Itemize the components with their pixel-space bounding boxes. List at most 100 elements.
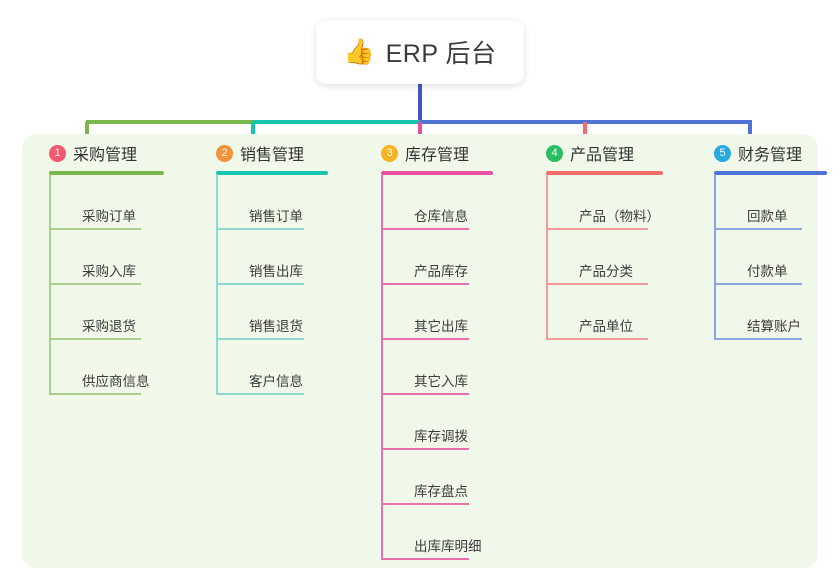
- column-container: 1 采购管理采购订单采购入库采购退货供应商信息 2 销售管理销售订单销售出库销售退货客…: [0, 140, 839, 570]
- list-item[interactable]: 库存盘点: [381, 450, 525, 505]
- list-item[interactable]: 付款单: [714, 230, 839, 285]
- column-badge-1: 1: [49, 144, 66, 162]
- column-items-5: 回款单付款单结算账户: [698, 175, 839, 340]
- column-spine-3: [381, 175, 383, 560]
- list-item-underline: [216, 338, 304, 340]
- list-item[interactable]: 产品分类: [546, 230, 695, 285]
- column-3: 3 库存管理仓库信息产品库存其它出库其它入库库存调拨库存盘点出库库明细: [365, 140, 525, 560]
- list-item-label: 产品分类: [579, 264, 633, 279]
- root-node-title: ERP 后台: [385, 40, 497, 68]
- list-item[interactable]: 客户信息: [216, 340, 360, 395]
- list-item-label: 采购退货: [82, 319, 136, 334]
- list-item-underline: [381, 283, 469, 285]
- column-badge-3: 3: [381, 144, 398, 162]
- list-item-label: 销售订单: [249, 209, 303, 224]
- column-header-rule-1: [49, 171, 164, 175]
- list-item-underline: [381, 448, 469, 450]
- list-item-label: 结算账户: [747, 319, 801, 334]
- list-item-label: 出库库明细: [414, 539, 482, 554]
- list-item-underline: [714, 338, 802, 340]
- list-item-label: 产品库存: [414, 264, 468, 279]
- list-item-underline: [546, 338, 648, 340]
- column-header-3[interactable]: 3 库存管理: [365, 140, 525, 166]
- column-title-3: 库存管理: [405, 147, 470, 164]
- list-item-label: 销售退货: [249, 319, 303, 334]
- list-item-underline: [49, 283, 141, 285]
- list-item[interactable]: 其它入库: [381, 340, 525, 395]
- list-item-underline: [216, 283, 304, 285]
- list-item[interactable]: 采购订单: [49, 175, 193, 230]
- list-item[interactable]: 产品库存: [381, 230, 525, 285]
- column-2: 2 销售管理销售订单销售出库销售退货客户信息: [200, 140, 360, 395]
- column-title-1: 采购管理: [73, 147, 138, 164]
- list-item-label: 产品（物料）: [579, 209, 660, 224]
- list-item-label: 库存调拨: [414, 429, 468, 444]
- column-header-rule-5: [714, 171, 827, 175]
- list-item-label: 仓库信息: [414, 209, 468, 224]
- thumbs-up-icon: 👍: [343, 37, 375, 66]
- list-item-underline: [714, 228, 802, 230]
- column-spine-1: [49, 175, 51, 395]
- list-item[interactable]: 其它出库: [381, 285, 525, 340]
- list-item-underline: [49, 393, 141, 395]
- column-header-rule-4: [546, 171, 663, 175]
- column-badge-2: 2: [216, 144, 233, 162]
- column-items-2: 销售订单销售出库销售退货客户信息: [200, 175, 360, 395]
- column-title-4: 产品管理: [570, 147, 635, 164]
- column-header-rule-2: [216, 171, 328, 175]
- list-item[interactable]: 产品单位: [546, 285, 695, 340]
- list-item[interactable]: 产品（物料）: [546, 175, 695, 230]
- list-item[interactable]: 结算账户: [714, 285, 839, 340]
- diagram-panel-background: [22, 134, 818, 568]
- list-item[interactable]: 销售出库: [216, 230, 360, 285]
- column-spine-5: [714, 175, 716, 340]
- list-item-label: 采购订单: [82, 209, 136, 224]
- list-item[interactable]: 出库库明细: [381, 505, 525, 560]
- column-header-5[interactable]: 5 财务管理: [698, 140, 839, 166]
- column-header-2[interactable]: 2 销售管理: [200, 140, 360, 166]
- list-item[interactable]: 回款单: [714, 175, 839, 230]
- list-item-underline: [216, 228, 304, 230]
- list-item[interactable]: 采购入库: [49, 230, 193, 285]
- list-item-underline: [216, 393, 304, 395]
- list-item-underline: [381, 558, 469, 560]
- root-node-erp-backend[interactable]: 👍 ERP 后台: [316, 20, 524, 84]
- list-item-underline: [49, 228, 141, 230]
- list-item-label: 付款单: [747, 264, 788, 279]
- column-5: 5 财务管理回款单付款单结算账户: [698, 140, 839, 340]
- list-item-label: 供应商信息: [82, 374, 150, 389]
- list-item-label: 销售出库: [249, 264, 303, 279]
- list-item-label: 库存盘点: [414, 484, 468, 499]
- column-title-2: 销售管理: [240, 147, 305, 164]
- list-item-underline: [546, 228, 648, 230]
- list-item-label: 其它入库: [414, 374, 468, 389]
- list-item-label: 客户信息: [249, 374, 303, 389]
- list-item-label: 其它出库: [414, 319, 468, 334]
- list-item[interactable]: 库存调拨: [381, 395, 525, 450]
- column-items-3: 仓库信息产品库存其它出库其它入库库存调拨库存盘点出库库明细: [365, 175, 525, 560]
- list-item[interactable]: 采购退货: [49, 285, 193, 340]
- list-item[interactable]: 仓库信息: [381, 175, 525, 230]
- list-item-label: 产品单位: [579, 319, 633, 334]
- column-items-4: 产品（物料） 产品分类产品单位: [530, 175, 695, 340]
- list-item[interactable]: 销售退货: [216, 285, 360, 340]
- column-header-rule-3: [381, 171, 493, 175]
- list-item[interactable]: 销售订单: [216, 175, 360, 230]
- list-item-underline: [381, 393, 469, 395]
- column-1: 1 采购管理采购订单采购入库采购退货供应商信息: [33, 140, 193, 395]
- column-title-5: 财务管理: [738, 147, 803, 164]
- column-header-1[interactable]: 1 采购管理: [33, 140, 193, 166]
- list-item[interactable]: 供应商信息: [49, 340, 193, 395]
- list-item-label: 采购入库: [82, 264, 136, 279]
- column-badge-5: 5: [714, 144, 731, 162]
- list-item-underline: [381, 228, 469, 230]
- column-spine-4: [546, 175, 548, 340]
- list-item-underline: [714, 283, 802, 285]
- column-items-1: 采购订单采购入库采购退货供应商信息: [33, 175, 193, 395]
- list-item-underline: [546, 283, 648, 285]
- list-item-label: 回款单: [747, 209, 788, 224]
- list-item-underline: [49, 338, 141, 340]
- list-item-underline: [381, 503, 469, 505]
